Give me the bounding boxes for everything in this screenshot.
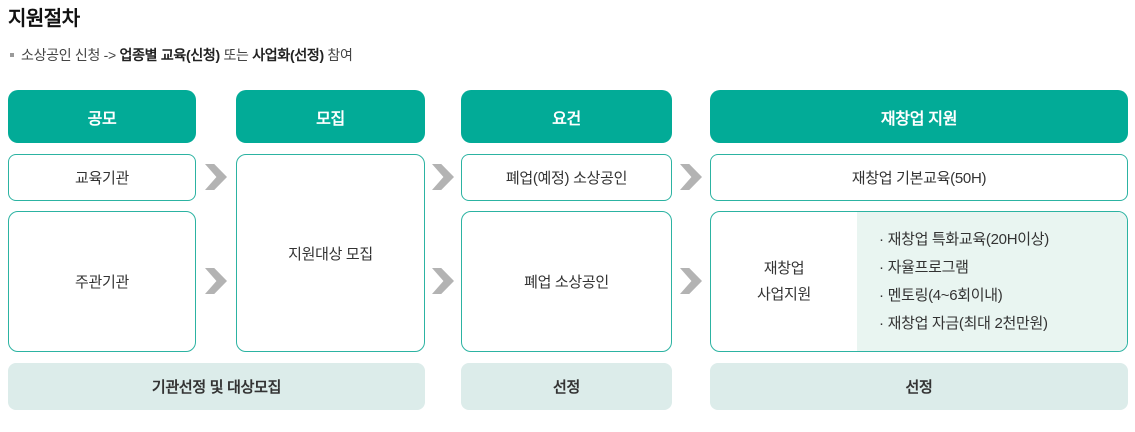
- subtitle-strong-business: 사업화(선정): [252, 47, 324, 63]
- support-process-diagram: 공모 모집 요건 재창업 지원 교육기관 주관기관 지원대상 모집 폐업(예정)…: [8, 90, 1128, 410]
- restart-support-label-line1: 재창업: [763, 259, 805, 277]
- chevron-right-icon: [205, 268, 227, 294]
- header-gongmo: 공모: [8, 90, 196, 143]
- footer-selection-1: 선정: [461, 363, 672, 410]
- subtitle-suffix: 참여: [323, 47, 353, 63]
- box-closure-planned-smallbiz: 폐업(예정) 소상공인: [461, 154, 672, 201]
- chevron-right-icon: [680, 164, 702, 190]
- box-host-institution: 주관기관: [8, 211, 196, 352]
- box-target-recruitment: 지원대상 모집: [236, 154, 425, 352]
- subtitle-line: 소상공인 신청 -> 업종별 교육(신청) 또는 사업화(선정) 참여: [10, 46, 1135, 64]
- header-mojip: 모집: [236, 90, 425, 143]
- subtitle-prefix: 소상공인 신청 ->: [21, 47, 120, 63]
- subtitle-strong-education: 업종별 교육(신청): [119, 47, 221, 63]
- support-item: · 자율프로그램: [879, 258, 969, 276]
- chevron-right-icon: [432, 164, 454, 190]
- box-restart-business-support: 재창업 사업지원 · 재창업 특화교육(20H이상) · 자율프로그램 · 멘토…: [710, 211, 1128, 352]
- header-yogeon: 요건: [461, 90, 672, 143]
- box-education-institution: 교육기관: [8, 154, 196, 201]
- box-closed-smallbiz: 폐업 소상공인: [461, 211, 672, 352]
- subtitle-text: 소상공인 신청 -> 업종별 교육(신청) 또는 사업화(선정) 참여: [21, 46, 353, 64]
- page-title: 지원절차: [8, 8, 80, 30]
- support-item: · 재창업 특화교육(20H이상): [879, 230, 1049, 248]
- footer-selection-2: 선정: [710, 363, 1128, 410]
- chevron-right-icon: [432, 268, 454, 294]
- subtitle-mid: 또는: [219, 47, 253, 63]
- box-basic-education: 재창업 기본교육(50H): [710, 154, 1128, 201]
- support-item: · 재창업 자금(최대 2천만원): [879, 314, 1048, 332]
- restart-support-label: 재창업 사업지원: [711, 212, 857, 351]
- chevron-right-icon: [205, 164, 227, 190]
- restart-support-label-line2: 사업지원: [756, 285, 811, 303]
- header-restart-support: 재창업 지원: [710, 90, 1128, 143]
- restart-support-detail-panel: · 재창업 특화교육(20H이상) · 자율프로그램 · 멘토링(4~6회이내)…: [857, 212, 1127, 351]
- footer-selection-recruitment: 기관선정 및 대상모집: [8, 363, 425, 410]
- support-item: · 멘토링(4~6회이내): [879, 286, 1003, 304]
- chevron-right-icon: [680, 268, 702, 294]
- square-bullet-icon: [10, 53, 14, 57]
